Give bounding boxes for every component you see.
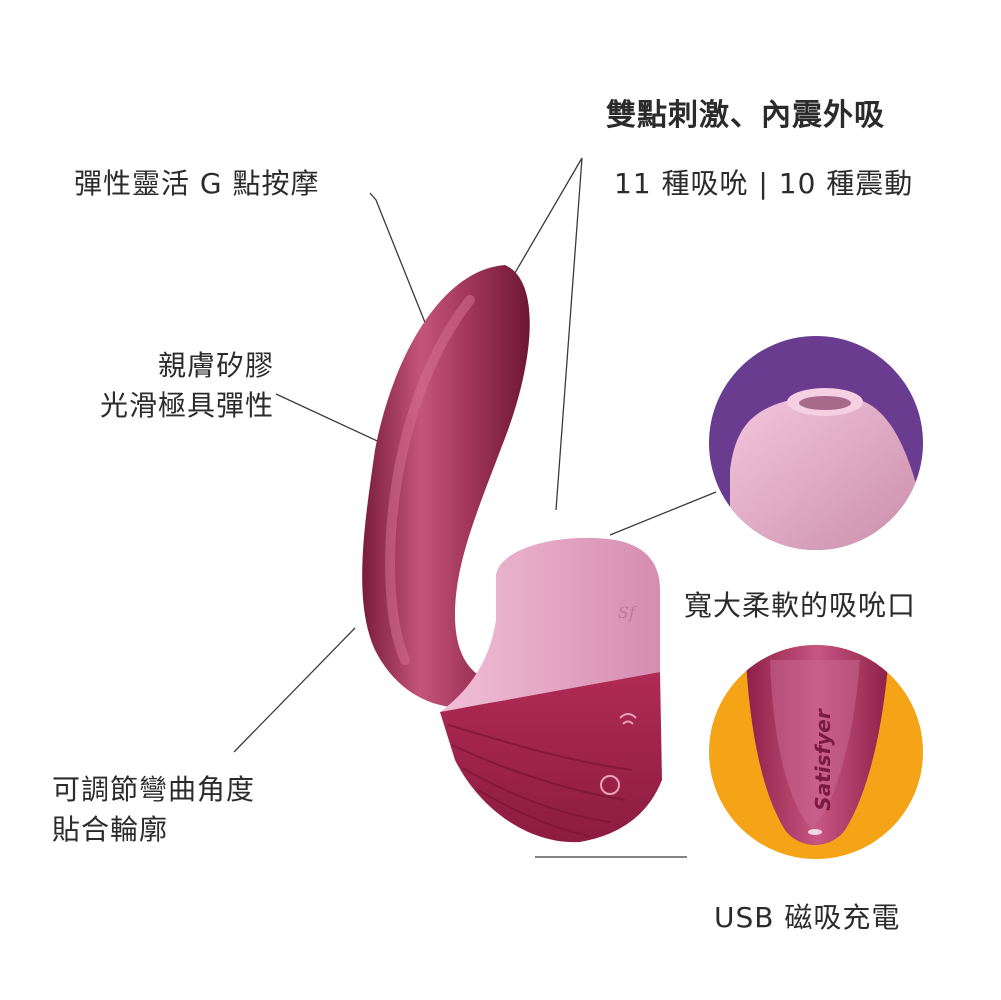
charging-port-icon [808, 829, 822, 835]
wave-icon [619, 713, 637, 725]
callout-silicone-line-1: 親膚矽膠 [157, 349, 274, 382]
head-logo-mark: Sf [618, 603, 638, 622]
leader-line-angle [233, 627, 356, 753]
leader-line-g-spot [369, 192, 443, 366]
callout-silicone: 親膚矽膠 光滑極具彈性 [62, 346, 274, 426]
leader-line-suction [609, 491, 717, 536]
product-base [440, 672, 662, 843]
suction-head: Sf [440, 537, 660, 712]
callout-angle-line-1: 可調節彎曲角度 [52, 773, 256, 806]
suction-mouth-detail [709, 336, 923, 550]
callout-leader-lines [233, 157, 717, 858]
charging-detail: Satisfyer [709, 645, 923, 859]
leader-line-silicone [275, 393, 389, 447]
callout-angle: 可調節彎曲角度 貼合輪廓 [52, 770, 255, 850]
headline-title: 雙點刺激、內震外吸 [606, 98, 885, 133]
power-button-icon [600, 775, 620, 795]
callout-suction-mouth: 寬大柔軟的吸吮口 [684, 589, 917, 622]
callout-g-spot: 彈性靈活 G 點按摩 [74, 167, 320, 200]
headline-subtitle: 11 種吸吮 | 10 種震動 [614, 167, 914, 200]
callout-angle-line-2: 貼合輪廓 [52, 813, 169, 846]
leader-line-dual-stim [504, 157, 583, 511]
brand-text: Satisfyer [811, 708, 835, 811]
callout-charging: USB 磁吸充電 [714, 901, 901, 934]
product-body [362, 265, 530, 708]
callout-silicone-line-2: 光滑極具彈性 [99, 389, 274, 422]
